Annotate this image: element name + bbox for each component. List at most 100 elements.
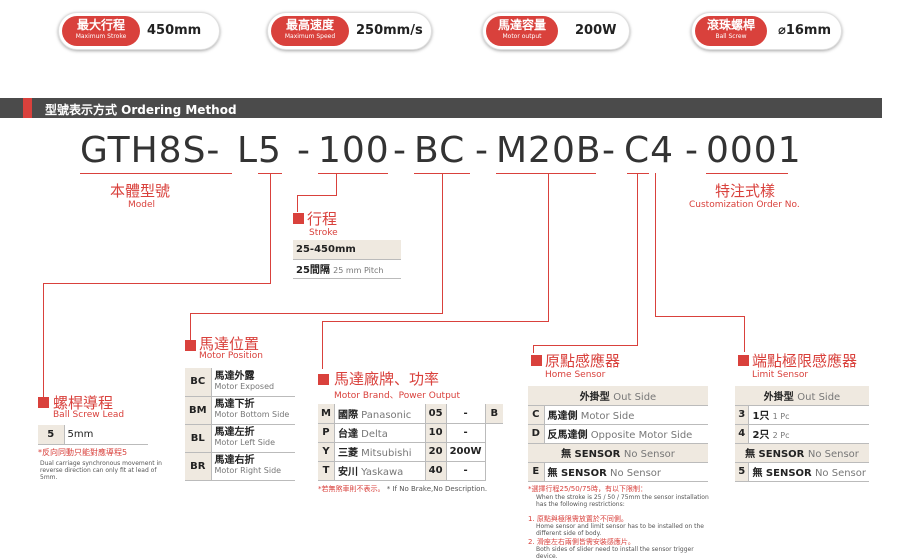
section-marker — [38, 397, 49, 408]
brand-name: 三菱 Mitsubishi — [334, 442, 426, 462]
limit-code: 3 — [735, 405, 750, 425]
connector-line — [190, 313, 443, 314]
connector-line — [322, 321, 549, 322]
underline — [496, 173, 596, 174]
home-note-2-en: Home sensor and limit sensor has to be i… — [536, 523, 704, 537]
home-note-3: 2. 滑座左右兩側皆需安裝感應片。 — [528, 538, 635, 546]
connector-line — [744, 316, 745, 352]
motor-brand-title-en: Motor Brand、Power Output — [334, 391, 461, 401]
limit-desc: 1只 1 Pc — [748, 405, 869, 425]
connector-line — [190, 313, 191, 341]
section-marker — [293, 213, 304, 224]
connector-line — [442, 173, 443, 313]
home-note-1: *選擇行程25/50/75時，有以下限制： — [528, 485, 647, 493]
stroke-table: 25-450mm 25間隔 25 mm Pitch — [293, 240, 401, 279]
power-value: - — [446, 423, 486, 443]
custom-label-en: Customization Order No. — [689, 200, 800, 210]
connector-line — [297, 195, 337, 196]
home-code: C — [528, 405, 545, 425]
lead-code: 5 — [38, 425, 65, 445]
limit-sensor-title-en: Limit Sensor — [752, 370, 809, 380]
stroke-interval: 25間隔 25 mm Pitch — [293, 259, 401, 279]
limit-code: 4 — [735, 424, 750, 444]
model-code-part: - — [297, 130, 311, 171]
model-code-part: BC — [414, 130, 466, 171]
section-marker — [531, 355, 542, 366]
spec-value: 200W — [575, 23, 617, 38]
model-label: 本體型號 — [110, 182, 171, 200]
brand-code: P — [318, 423, 335, 443]
power-value: 200W — [446, 442, 486, 462]
limit-code: 5 — [735, 462, 750, 482]
connector-line — [548, 173, 549, 321]
motor-brand-note: *若無煞車則不表示。 * If No Brake,No Description. — [318, 485, 488, 493]
model-code-part: - — [602, 130, 616, 171]
stroke-title: 行程 — [307, 210, 338, 228]
limit-sensor-title: 端點極限感應器 — [752, 352, 858, 370]
motor-position-title: 馬達位置 — [199, 335, 260, 353]
connector-line — [533, 345, 534, 353]
brand-name: 台達 Delta — [334, 423, 426, 443]
custom-label: 特注式樣 — [715, 182, 776, 200]
home-desc: 反馬達側 Opposite Motor Side — [544, 424, 708, 444]
spec-value: 450mm — [147, 23, 202, 38]
power-value: - — [446, 461, 486, 481]
section-marker — [318, 374, 329, 385]
connector-line — [322, 321, 323, 369]
motor-pos-code: BC — [185, 368, 212, 397]
brand-name: 安川 Yaskawa — [334, 461, 426, 481]
home-sensor-title: 原點感應器 — [545, 352, 621, 370]
power-code: 20 — [425, 442, 447, 462]
brand-code: Y — [318, 442, 335, 462]
limit-desc: 2只 2 Pc — [748, 424, 869, 444]
model-code-part: - — [475, 130, 489, 171]
brand-code: T — [318, 461, 335, 481]
brake-code — [485, 442, 503, 461]
ordering-method-bar: 型號表示方式 Ordering Method — [0, 98, 882, 118]
model-label-en: Model — [128, 200, 156, 210]
home-sensor-title-en: Home Sensor — [545, 370, 606, 380]
model-code-part: C4 — [624, 130, 675, 171]
model-code-part: - — [393, 130, 407, 171]
brake-code: B — [485, 404, 503, 424]
home-note-1-en: When the stroke is 25 / 50 / 75mm the se… — [536, 494, 709, 508]
spec-value: ⌀16mm — [778, 23, 832, 38]
model-code-part: L5 — [237, 130, 282, 171]
underline — [627, 173, 649, 174]
model-code-part: M20B — [496, 130, 602, 171]
brand-code: M — [318, 404, 335, 424]
lead-note: *反向同動只能對應導程5 — [38, 448, 128, 457]
motor-brand-title: 馬達廠牌、功率 — [334, 370, 440, 388]
home-desc: 馬達側 Motor Side — [544, 405, 708, 425]
home-nosensor-header: 無 SENSOR No Sensor — [528, 443, 708, 463]
lead-note-en: Dual carriage synchronous movement in re… — [40, 460, 162, 481]
limit-nosensor-header: 無 SENSOR No Sensor — [735, 443, 869, 463]
limit-desc: 無 SENSOR No Sensor — [748, 462, 869, 482]
motor-pos-code: BL — [185, 424, 212, 453]
model-code-part: 0001 — [706, 130, 802, 171]
connector-line — [297, 195, 298, 212]
bar-accent — [23, 98, 32, 118]
connector-line — [655, 173, 656, 316]
model-code-part: 100 — [318, 130, 390, 171]
lead-title-en: Ball Screw Lead — [53, 410, 125, 420]
connector-line — [655, 316, 745, 317]
lead-value: 5mm — [64, 425, 148, 445]
power-value: - — [446, 404, 486, 424]
home-note-3-en: Both sides of slider need to install the… — [536, 546, 694, 560]
connector-line — [43, 283, 44, 398]
brake-code — [485, 423, 503, 442]
